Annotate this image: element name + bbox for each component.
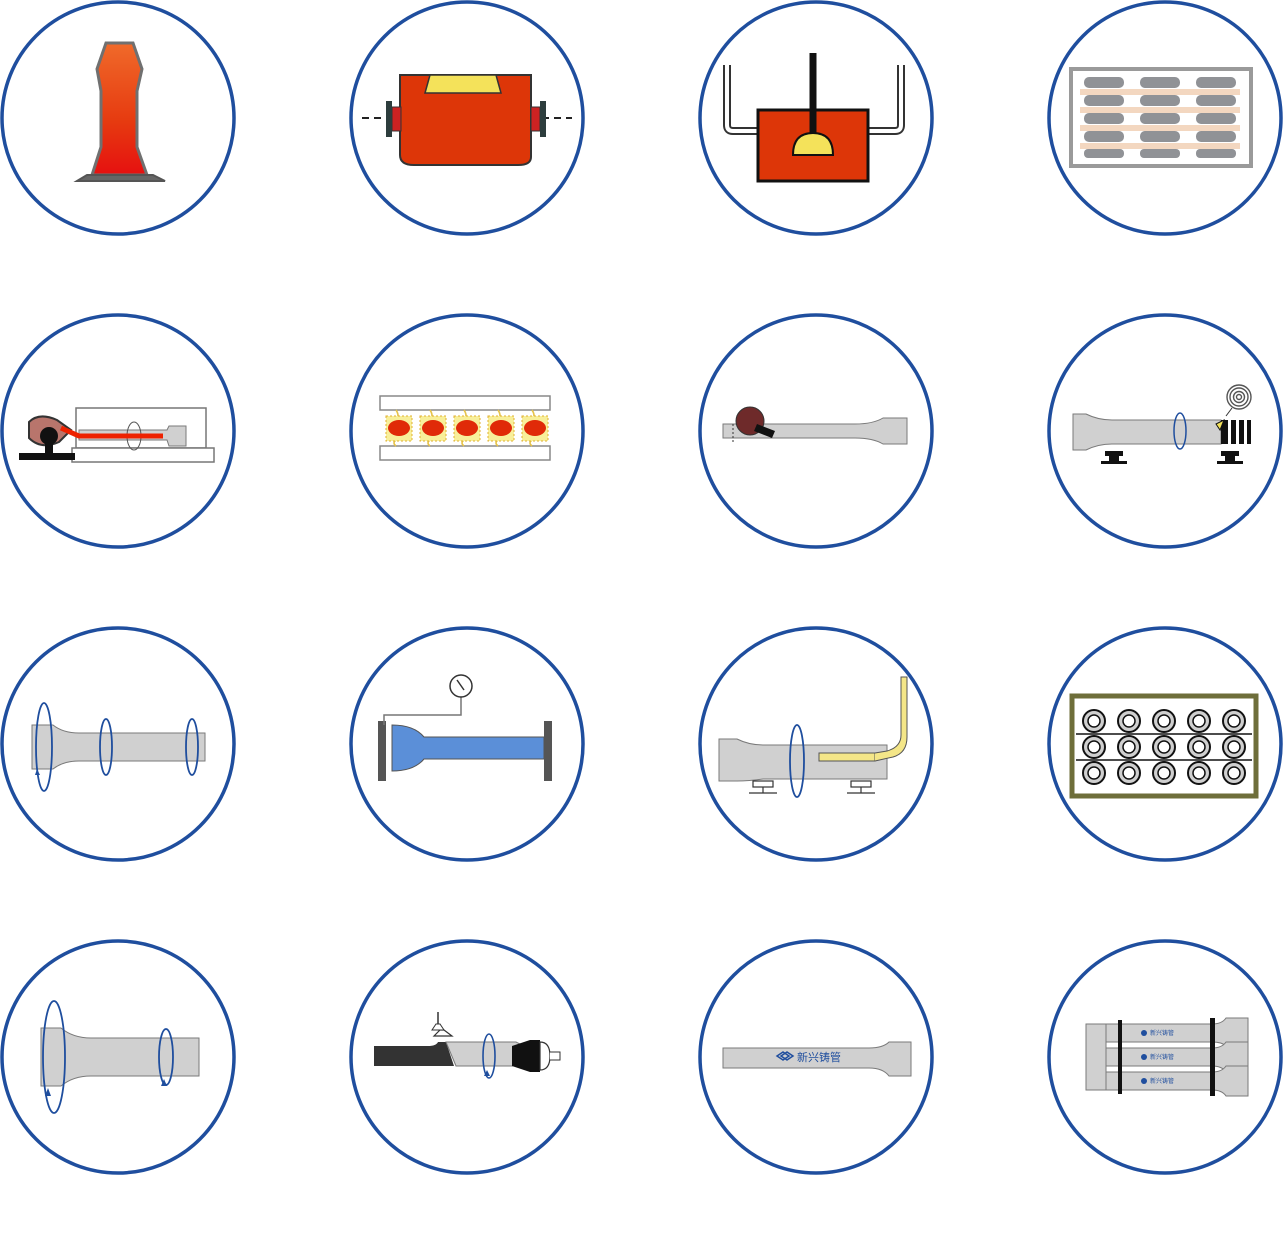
pipe-marking-text: 新兴铸管 [797, 1050, 841, 1064]
company-logo-icon [775, 1051, 795, 1061]
tile-centrifugal-casting [0, 312, 237, 550]
annealing-icon [349, 313, 585, 549]
bundle-label-2: 新兴铸管 [1150, 1053, 1174, 1061]
tile-annealing-furnace [348, 312, 586, 550]
tile-spigot-grinding [697, 312, 935, 550]
tile-spheroidizing-ladle [697, 0, 935, 237]
tile-outer-coating [0, 938, 237, 1176]
tile-hydrostatic-test [348, 625, 586, 863]
socket-finishing-icon [349, 939, 585, 1175]
bundle-icon: 新兴铸管 新兴铸管 新兴铸管 [1047, 939, 1283, 1175]
marked-pipe-icon: 新兴铸管 [698, 939, 934, 1175]
tile-zinc-spraying [1046, 312, 1283, 550]
pressure-test-icon [349, 626, 585, 862]
tile-inner-coating [697, 625, 935, 863]
outer-coating-icon [0, 939, 236, 1175]
cement-lining-icon [0, 626, 236, 862]
tile-marking: 新兴铸管 [697, 938, 935, 1176]
tile-core-storage [1046, 0, 1283, 237]
zinc-spray-icon [1047, 313, 1283, 549]
grinder-icon [698, 313, 934, 549]
induction-furnace-icon [349, 0, 585, 236]
tile-bundling: 新兴铸管 新兴铸管 新兴铸管 [1046, 938, 1283, 1176]
tile-cupola-furnace [0, 0, 237, 237]
core-rack-icon [1047, 0, 1283, 236]
tile-curing-stack [1046, 625, 1283, 863]
bundle-label-3: 新兴铸管 [1150, 1077, 1174, 1085]
tile-induction-furnace [348, 0, 586, 237]
bundle-label-1: 新兴铸管 [1150, 1029, 1174, 1037]
furnace-icon [0, 0, 236, 236]
tile-cement-lining [0, 625, 237, 863]
pipe-stack-icon [1047, 626, 1283, 862]
casting-machine-icon [0, 313, 236, 549]
tile-socket-finishing [348, 938, 586, 1176]
inner-coating-icon [698, 626, 934, 862]
ladle-icon [698, 0, 934, 236]
